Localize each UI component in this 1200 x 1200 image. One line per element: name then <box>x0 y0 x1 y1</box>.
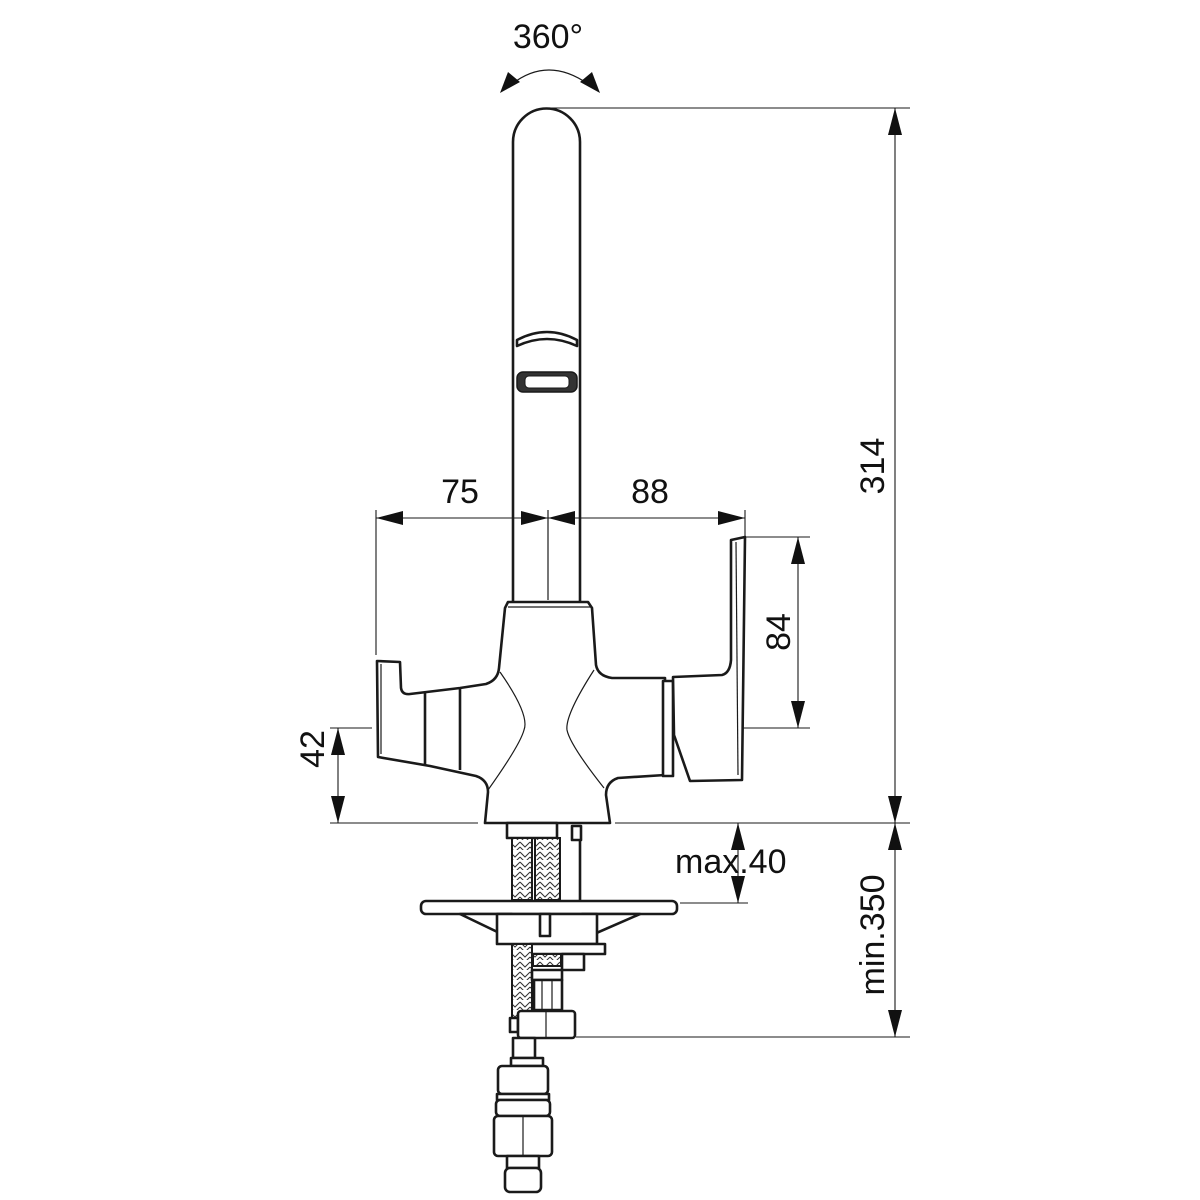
dim-left-handle-reach: 75 <box>441 473 479 511</box>
faucet-body <box>375 600 667 825</box>
dim-max-deck-thickness: max.40 <box>675 843 787 881</box>
mounting-hardware <box>419 821 679 1194</box>
dim-min-hose-length: min.350 <box>854 875 892 996</box>
right-handle <box>661 535 747 783</box>
spout <box>511 107 582 605</box>
dim-total-height: 314 <box>854 438 892 495</box>
dim-right-handle-reach: 88 <box>631 473 669 511</box>
rotation-arrow-icon <box>500 69 600 93</box>
dim-right-handle-height: 84 <box>760 613 798 651</box>
rotation-label: 360° <box>513 18 583 56</box>
dim-left-handle-height: 42 <box>294 730 332 768</box>
dimension-lines <box>330 107 910 1038</box>
